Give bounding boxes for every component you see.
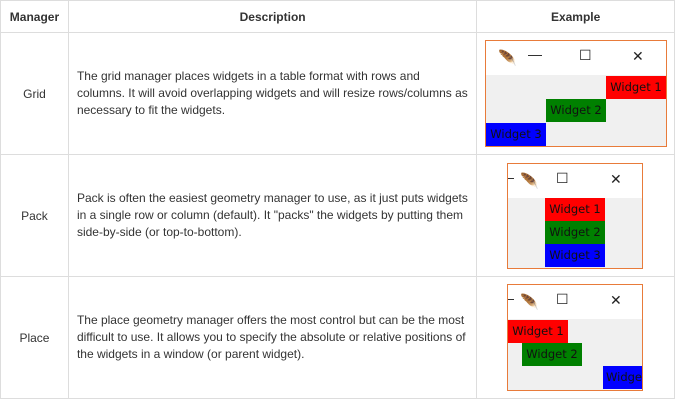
manager-description: The grid manager places widgets in a tab… [67, 32, 478, 155]
close-icon[interactable]: ✕ [610, 171, 622, 187]
widget-2: Widget 2 [546, 99, 606, 122]
maximize-icon[interactable]: ☐ [556, 291, 569, 307]
feather-icon: 🪶 [520, 173, 539, 190]
widget-1: Widget 1 [606, 76, 666, 99]
grid-example-window: 🪶 — ☐ ✕ Widget 1 Widget 2 Widget 3 [485, 40, 667, 147]
manager-name: Grid [0, 32, 69, 155]
widget-1: Widget 1 [545, 198, 605, 221]
manager-name: Place [0, 276, 69, 399]
manager-description: Pack is often the easiest geometry manag… [67, 154, 478, 277]
close-icon[interactable]: ✕ [632, 48, 644, 64]
place-example-window: — 🪶 ☐ ✕ Widget 1 Widget 2 Widget 3 [507, 284, 643, 391]
manager-description: The place geometry manager offers the mo… [67, 276, 478, 399]
minimize-icon[interactable]: — [508, 169, 514, 185]
minimize-icon[interactable]: — [508, 290, 514, 306]
pack-example-window: — 🪶 ☐ ✕ Widget 1 Widget 2 Widget 3 [507, 163, 643, 269]
close-icon[interactable]: ✕ [610, 292, 622, 308]
title-bar: — 🪶 ☐ ✕ [508, 285, 642, 319]
widget-3: Widget 3 [603, 366, 642, 389]
header-row: Manager Description Example [0, 0, 675, 33]
minimize-icon[interactable]: — [528, 46, 542, 62]
maximize-icon[interactable]: ☐ [556, 170, 569, 186]
widget-3: Widget 3 [486, 123, 546, 146]
widget-2: Widget 2 [545, 221, 605, 244]
manager-name: Pack [0, 154, 69, 277]
title-bar: 🪶 — ☐ ✕ [486, 41, 666, 75]
widget-3: Widget 3 [545, 244, 605, 267]
header-example: Example [476, 0, 675, 33]
widget-1: Widget 1 [508, 320, 568, 343]
feather-icon: 🪶 [498, 50, 517, 67]
widget-2: Widget 2 [522, 343, 582, 366]
header-manager: Manager [0, 0, 69, 33]
title-bar: — 🪶 ☐ ✕ [508, 164, 642, 198]
header-description: Description [67, 0, 478, 33]
maximize-icon[interactable]: ☐ [579, 47, 592, 63]
feather-icon: 🪶 [520, 294, 539, 311]
